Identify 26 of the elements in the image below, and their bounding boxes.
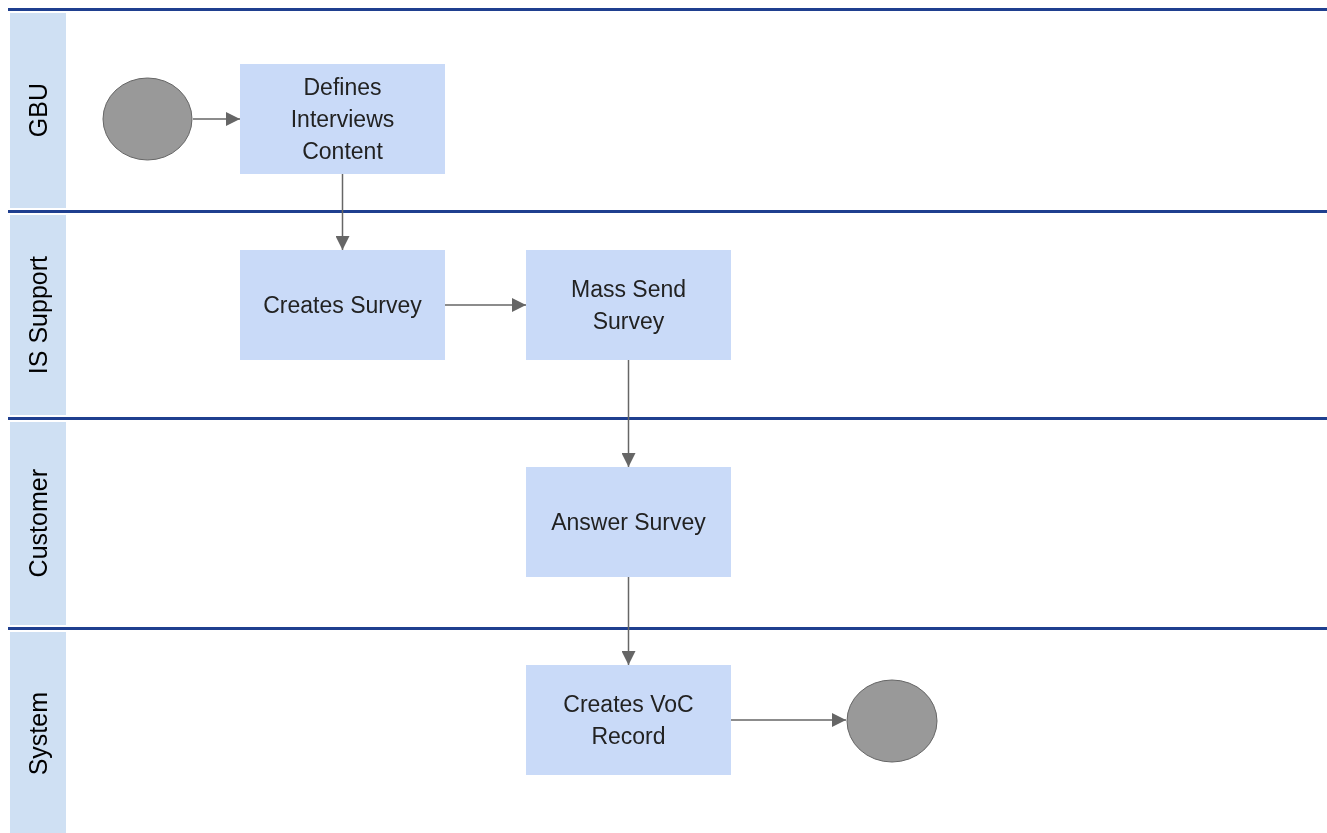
arrow	[192, 112, 241, 126]
start-circle	[102, 77, 193, 161]
arrow	[621, 359, 636, 468]
process-label: Answer Survey	[550, 508, 707, 537]
process-box	[526, 250, 731, 360]
arrow	[444, 298, 527, 312]
swimlane	[8, 8, 1327, 210]
process-box	[526, 665, 731, 775]
process-label: Mass Send Survey	[569, 275, 688, 336]
lane-label: IS Support	[23, 255, 53, 375]
lane-label: Customer	[23, 469, 53, 578]
lane-label: System	[23, 691, 53, 776]
arrow	[621, 576, 636, 666]
process-label: Defines Interviews Content	[289, 73, 396, 166]
process-box	[240, 64, 445, 174]
end-circle	[846, 679, 938, 763]
swimlane	[8, 417, 1327, 627]
process-label: Creates Survey	[262, 291, 423, 320]
swimlane	[8, 210, 1327, 417]
arrow	[730, 713, 847, 727]
process-box	[240, 250, 445, 360]
process-label: Creates VoC Record	[562, 690, 695, 751]
swimlane	[8, 627, 1327, 833]
arrow	[335, 173, 350, 251]
process-box	[526, 467, 731, 577]
lane-label: GBU	[23, 83, 53, 138]
